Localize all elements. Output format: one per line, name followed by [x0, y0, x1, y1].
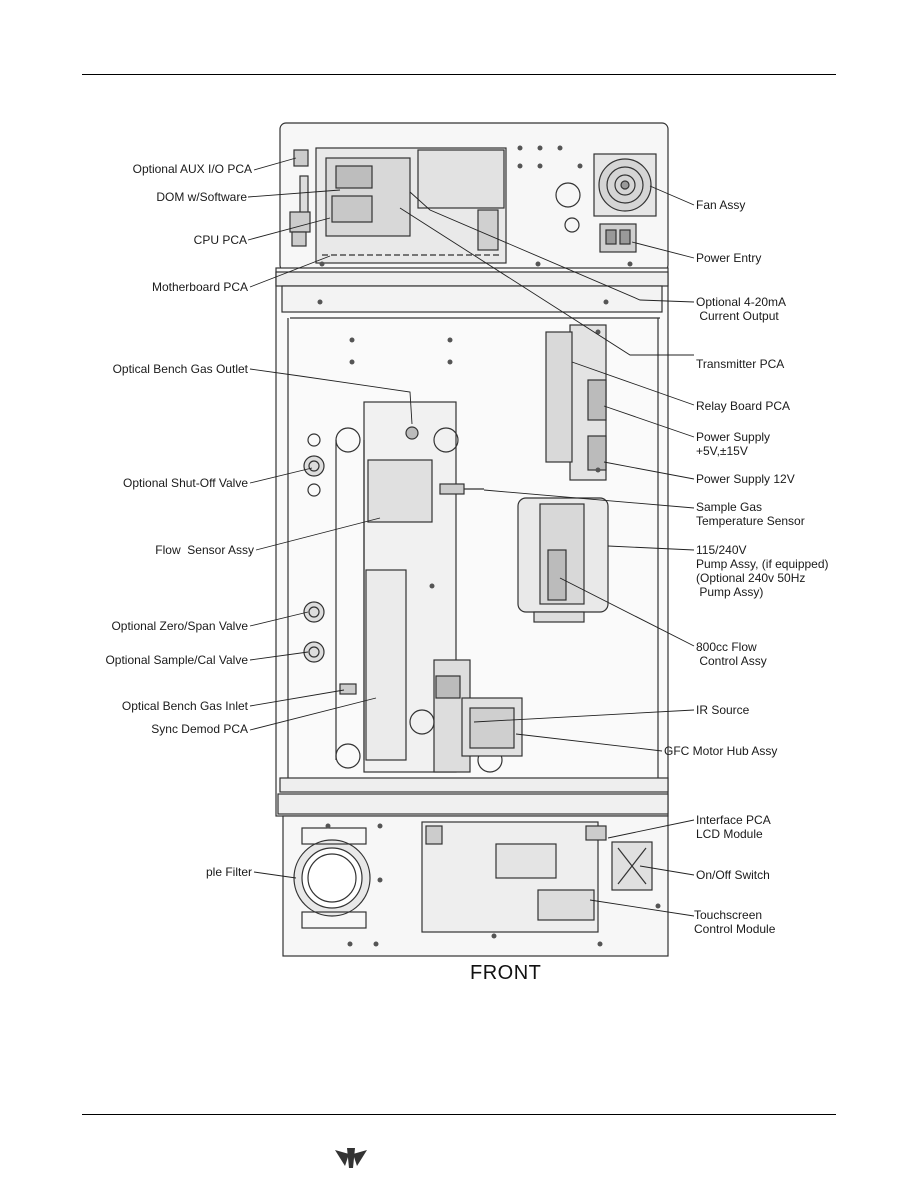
label-bench-inlet: Optical Bench Gas Inlet [121, 699, 248, 713]
label-flow-control: 800cc Flow Control Assy [696, 640, 767, 668]
label-relay: Relay Board PCA [696, 399, 791, 413]
label-motherboard: Motherboard PCA [151, 280, 248, 294]
label-shutoff: Optional Shut-Off Valve [123, 476, 248, 490]
label-zero-span: Optional Zero/Span Valve [111, 619, 248, 633]
label-sync-demod: Sync Demod PCA [151, 722, 248, 736]
label-sample-cal: Optional Sample/Cal Valve [105, 653, 248, 667]
flow-sensor [367, 459, 433, 523]
label-temp-sensor: Sample Gas Temperature Sensor [696, 500, 805, 528]
label-power-entry: Power Entry [696, 251, 762, 265]
header-rule [82, 74, 836, 75]
front-label: FRONT [470, 962, 542, 984]
label-filter: ple Filter [205, 865, 252, 879]
label-bench-outlet: Optical Bench Gas Outlet [112, 362, 248, 376]
label-current-output: Optional 4-20mA Current Output [696, 295, 787, 323]
touchscreen-module [537, 889, 595, 921]
label-flow-sensor: Flow Sensor Assy [155, 543, 254, 557]
label-fan: Fan Assy [696, 198, 746, 212]
label-gfc-motor: GFC Motor Hub Assy [664, 744, 778, 758]
teledyne-logo-icon [335, 1148, 367, 1168]
label-interface: Interface PCA LCD Module [696, 813, 771, 841]
footer-rule [82, 1114, 836, 1115]
label-dom: DOM w/Software [156, 190, 247, 204]
label-transmitter: Transmitter PCA [696, 357, 785, 371]
label-ps12: Power Supply 12V [696, 472, 795, 486]
label-ps15: Power Supply +5V,±15V [696, 430, 771, 458]
label-onoff: On/Off Switch [696, 868, 770, 882]
label-cpu: CPU PCA [193, 233, 247, 247]
label-ir-source: IR Source [696, 703, 750, 717]
label-touchscreen: Touchscreen Control Module [694, 908, 776, 936]
label-pump: 115/240V Pump Assy, (if equipped) (Optio… [696, 543, 829, 599]
label-aux-io: Optional AUX I/O PCA [132, 162, 252, 176]
